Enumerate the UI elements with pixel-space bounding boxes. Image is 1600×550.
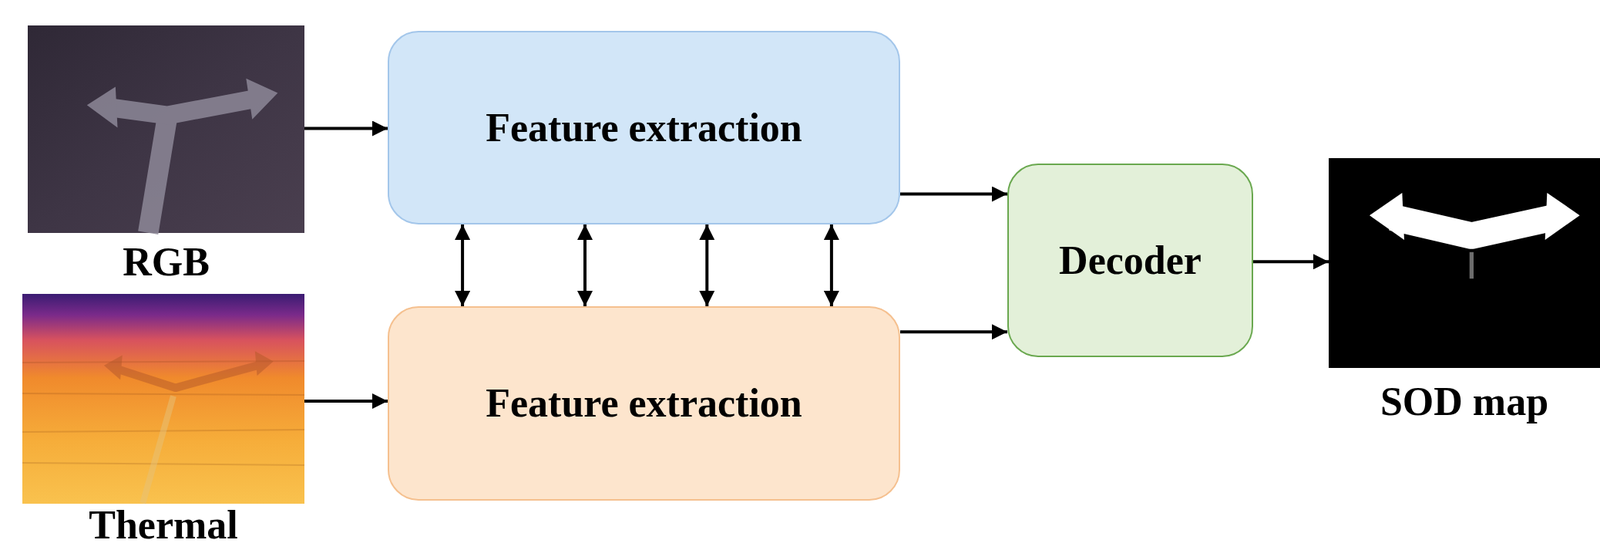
image-node: Thermal (22, 293, 305, 545)
rgb-image (27, 25, 305, 233)
sod-map-image (1328, 157, 1600, 368)
box-label: Decoder (1058, 240, 1202, 281)
process-box: Decoder (1007, 163, 1254, 357)
image-area (1328, 157, 1600, 368)
box-label: Feature extraction (485, 107, 803, 148)
image-caption: RGB (27, 242, 305, 283)
arrow-connector (583, 224, 587, 306)
arrow-connector (304, 127, 388, 131)
image-area (27, 25, 305, 233)
arrow-connector (900, 192, 1008, 196)
arrow-connector (1253, 259, 1329, 263)
arrow-connector (304, 399, 388, 403)
arrow-connector (460, 224, 464, 306)
image-area (22, 293, 305, 504)
process-box: Feature extraction (387, 305, 901, 501)
arrow-connector (705, 224, 709, 306)
arrow-connector (830, 224, 834, 306)
box-label: Feature extraction (485, 383, 803, 424)
process-box: Feature extraction (387, 30, 901, 225)
image-caption: Thermal (22, 504, 305, 545)
thermal-image (22, 293, 305, 504)
image-caption: SOD map (1328, 381, 1600, 422)
arrow-connector (900, 329, 1008, 333)
image-node: SOD map (1328, 157, 1600, 422)
image-node: RGB (27, 25, 305, 283)
